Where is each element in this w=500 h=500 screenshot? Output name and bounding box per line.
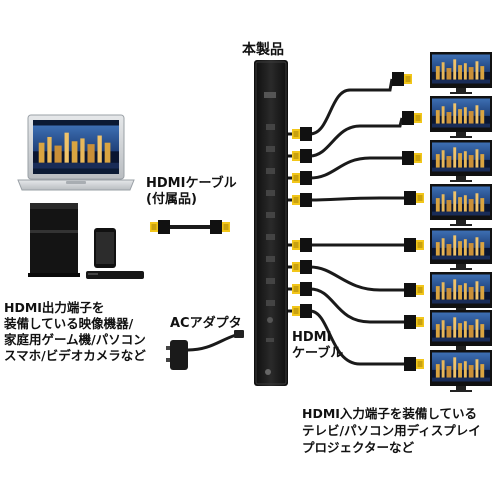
dest-label-line2: テレビ/パソコン用ディスプレイ [302,423,481,438]
destination-devices-label: HDMI入力端子を装備している テレビ/パソコン用ディスプレイ プロジェクターな… [302,405,481,456]
hdmi-plug-icon [292,171,312,185]
source-label-line2: 装備している映像機器/ [4,316,134,331]
hdmi-plug-icon [210,220,230,234]
hdmi-plug-icon [292,149,312,163]
hdmi-plug-icon [404,283,424,297]
hdmi-plug-icon [402,151,422,165]
laptop-image [17,114,135,191]
monitor-image [430,310,492,352]
hdmi-cable-output-line1: HDMI [292,330,332,345]
hdmi-cable-output-label: HDMI ケーブル [292,330,343,362]
product-label: 本製品 [242,42,284,58]
hdmi-cable-included-label: HDMIケーブル (付属品) [146,176,237,208]
hdmi-cables-output [288,78,404,366]
hdmi-plug-icon [292,260,312,274]
ac-adapter-label: ACアダプタ [170,316,242,331]
monitor-image [430,228,492,270]
hdmi-splitter-device [254,60,288,386]
monitor-image [430,52,492,94]
hdmi-plug-icon [292,238,312,252]
hdmi-plug-icon [292,127,312,141]
hdmi-plugs-monitor-side [392,72,424,371]
monitor-list [430,52,492,392]
monitor-image [430,96,492,138]
hdmi-plug-icon [150,220,170,234]
hdmi-cable-label-line1: HDMIケーブル [146,176,237,191]
hdmi-plug-icon [402,111,422,125]
dest-label-line1: HDMI入力端子を装備している [302,406,478,421]
game-console-image [28,203,80,277]
source-label-line4: スマホ/ビデオカメラなど [4,348,146,363]
monitor-image [430,350,492,392]
hdmi-cable-output-line2: ケーブル [292,346,344,361]
hdmi-plug-icon [392,72,412,86]
hdmi-plug-icon [404,191,424,205]
monitor-image [430,272,492,314]
hdmi-plug-icon [404,357,424,371]
bluray-player-image [86,271,144,279]
hdmi-cable-label-line2: (付属品) [146,192,197,207]
source-label-line1: HDMI出力端子を [4,300,105,315]
hdmi-plug-icon [292,282,312,296]
ac-adapter-image [166,330,244,370]
hdmi-plugs-splitter-side [292,127,312,318]
monitor-image [430,184,492,226]
source-label-line3: 家庭用ゲーム機/パソコン [4,332,146,347]
smartphone-image [94,228,116,268]
hdmi-plug-icon [292,304,312,318]
hdmi-plug-icon [404,238,424,252]
dest-label-line3: プロジェクターなど [302,440,415,455]
hdmi-plug-icon [292,193,312,207]
source-devices-label: HDMI出力端子を 装備している映像機器/ 家庭用ゲーム機/パソコン スマホ/ビ… [4,300,146,364]
hdmi-cable-input [150,220,230,234]
hdmi-plug-icon [404,315,424,329]
monitor-image [430,140,492,182]
